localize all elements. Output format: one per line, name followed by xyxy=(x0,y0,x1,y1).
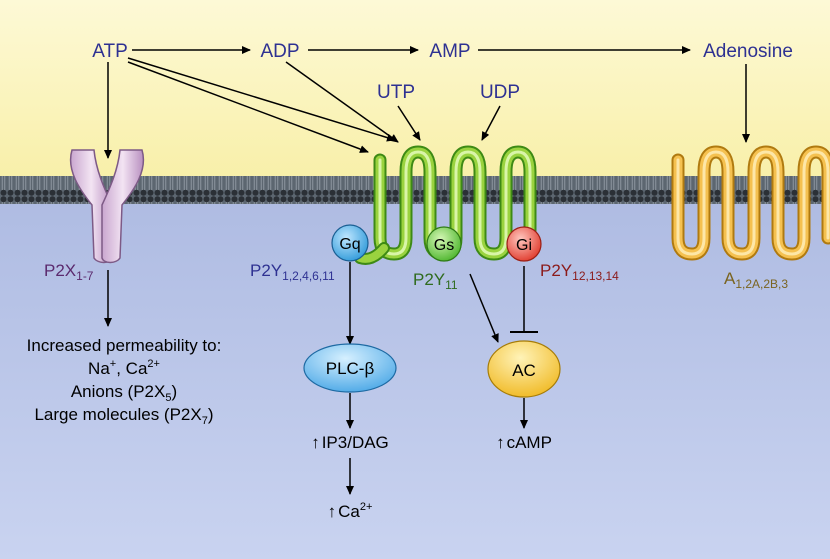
permeability-anions: Anions (P2X5) xyxy=(71,382,177,404)
gq-label: Gq xyxy=(339,236,360,253)
p2y-gi-label: P2Y12,13,14 xyxy=(540,261,619,283)
arrow-atp-p2y-2 xyxy=(127,61,369,153)
permeability-large-molecules: Large molecules (P2X7) xyxy=(34,405,213,427)
gs-label: Gs xyxy=(434,237,454,254)
p2y-gs-label: P2Y11 xyxy=(413,270,458,292)
atp-label: ATP xyxy=(92,41,128,62)
adenylyl-cyclase: AC xyxy=(487,340,561,398)
p2y-receptor xyxy=(354,145,537,265)
permeability-heading: Increased permeability to: xyxy=(27,336,222,355)
p2x-receptor-label: P2X1-7 xyxy=(44,261,94,283)
gq-protein: Gq xyxy=(331,224,369,262)
adp-label: ADP xyxy=(260,41,299,62)
arrow-adp-p2y xyxy=(285,61,399,143)
arrow-atp-p2y xyxy=(127,57,396,142)
udp-label: UDP xyxy=(480,82,520,103)
arrow-utp-p2y xyxy=(397,105,421,141)
gi-label: Gi xyxy=(516,237,532,254)
amp-label: AMP xyxy=(429,41,470,62)
calcium-label: ↑Ca2+ xyxy=(328,501,373,521)
permeability-block: Increased permeability to: Na+, Ca2+ Ani… xyxy=(27,336,222,427)
ip3-dag-label: ↑IP3/DAG xyxy=(311,433,389,452)
adenosine-receptor-label: A1,2A,2B,3 xyxy=(724,269,788,291)
plc-label: PLC-β xyxy=(326,359,375,378)
adenosine-label: Adenosine xyxy=(703,41,793,62)
plc-beta-enzyme: PLC-β xyxy=(303,343,397,393)
ac-label: AC xyxy=(512,361,536,380)
p2y-gq-label: P2Y1,2,4,6,11 xyxy=(250,261,335,283)
arrow-gs-ac xyxy=(469,273,499,343)
utp-label: UTP xyxy=(377,82,415,103)
camp-label: ↑cAMP xyxy=(496,433,552,452)
gi-protein: Gi xyxy=(506,226,542,262)
p2x-channel xyxy=(69,149,145,264)
pathway-arrows xyxy=(104,46,750,495)
adenosine-receptor xyxy=(671,145,830,261)
arrow-udp-p2y xyxy=(481,105,501,141)
permeability-ions: Na+, Ca2+ xyxy=(88,358,160,378)
gs-protein: Gs xyxy=(426,226,462,262)
